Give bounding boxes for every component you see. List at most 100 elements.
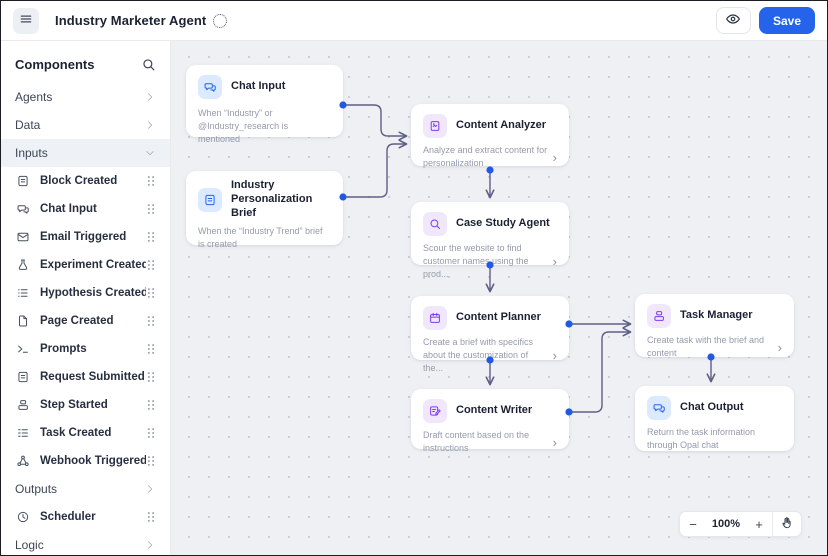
sidebar-item-task-created[interactable]: Task Created	[1, 419, 170, 447]
item-label: Email Triggered	[40, 231, 127, 243]
category-label: Inputs	[15, 146, 48, 160]
chevron-right-icon	[144, 119, 156, 131]
drag-handle-icon[interactable]	[146, 399, 156, 411]
category-label: Data	[15, 118, 41, 132]
magnifier-icon	[423, 212, 447, 236]
sidebar-item-chat-input[interactable]: Chat Input	[1, 195, 170, 223]
sidebar-header: Components	[1, 41, 170, 75]
zoom-out-button[interactable]: −	[680, 512, 706, 536]
chevron-right-icon	[144, 483, 156, 495]
sidebar-title: Components	[15, 57, 95, 72]
node-case-study-agent[interactable]: Case Study Agent Scour the website to fi…	[411, 202, 569, 279]
node-description: When the “Industry Trend” brief is creat…	[198, 226, 323, 250]
pan-tool-button[interactable]	[773, 512, 801, 536]
flask-icon	[16, 258, 30, 272]
menu-button[interactable]	[13, 7, 39, 34]
node-description: Analyze and extract content for personal…	[423, 145, 548, 169]
drag-handle-icon[interactable]	[146, 371, 156, 383]
drag-handle-icon[interactable]	[146, 287, 156, 299]
node-chat-output[interactable]: Chat Output Return the task information …	[635, 386, 794, 451]
node-title: Task Manager	[680, 309, 753, 322]
node-task-manager[interactable]: Task Manager Create task with the brief …	[635, 294, 794, 358]
drag-handle-icon[interactable]	[146, 231, 156, 243]
node-title: Case Study Agent	[456, 217, 550, 230]
node-description: Return the task information through Opal…	[647, 427, 756, 451]
calendar-icon	[423, 306, 447, 330]
chevron-right-icon[interactable]: ›	[777, 339, 782, 355]
clock-icon	[16, 510, 30, 524]
sidebar-category-outputs[interactable]: Outputs	[1, 475, 170, 503]
node-content-analyzer[interactable]: Content Analyzer Analyze and extract con…	[411, 104, 569, 168]
sidebar-item-experiment-created[interactable]: Experiment Created	[1, 251, 170, 279]
sidebar-item-step-started[interactable]: Step Started	[1, 391, 170, 419]
chevron-right-icon[interactable]: ›	[552, 149, 557, 165]
edge-chatinput-analyzer	[343, 104, 408, 141]
item-label: Step Started	[40, 399, 108, 411]
sidebar-item-page-created[interactable]: Page Created	[1, 307, 170, 335]
stack-icon	[647, 304, 671, 328]
sidebar-category-logic[interactable]: Logic	[1, 531, 170, 555]
node-industry-personalization-brief[interactable]: Industry Personalization Brief When the …	[186, 171, 343, 249]
terminal-icon	[16, 342, 30, 356]
checklist-icon	[16, 426, 30, 440]
sidebar-item-hypothesis-created[interactable]: Hypothesis Created	[1, 279, 170, 307]
preview-button[interactable]	[715, 7, 751, 34]
chevron-right-icon[interactable]: ›	[552, 254, 557, 270]
sidebar-category-agents[interactable]: Agents	[1, 83, 170, 111]
drag-handle-icon[interactable]	[146, 259, 156, 271]
doc-lines-icon	[16, 370, 30, 384]
flow-title: Industry Marketer Agent	[55, 13, 207, 28]
drag-handle-icon[interactable]	[146, 343, 156, 355]
sidebar-item-prompts[interactable]: Prompts	[1, 335, 170, 363]
node-content-writer[interactable]: Content Writer Draft content based on th…	[411, 389, 569, 453]
emoji-picker-icon[interactable]	[213, 13, 228, 28]
sidebar-item-webhook-triggered[interactable]: Webhook Triggered	[1, 447, 170, 475]
chat-icon	[647, 396, 671, 420]
edge-writer-taskmanager	[569, 327, 632, 413]
node-title: Industry Personalization Brief	[231, 179, 313, 219]
flow-canvas[interactable]: Chat Input When “Industry” or @Industry_…	[171, 41, 827, 555]
item-label: Request Submitted	[40, 371, 145, 383]
webhook-icon	[16, 454, 30, 468]
item-label: Hypothesis Created	[40, 287, 146, 299]
mail-icon	[16, 230, 30, 244]
item-label: Page Created	[40, 315, 114, 327]
node-title: Content Planner	[456, 311, 541, 324]
node-chat-input[interactable]: Chat Input When “Industry” or @Industry_…	[186, 65, 343, 144]
sidebar-item-scheduler[interactable]: Scheduler	[1, 503, 170, 531]
drag-handle-icon[interactable]	[146, 427, 156, 439]
sidebar-item-email-triggered[interactable]: Email Triggered	[1, 223, 170, 251]
sidebar-category-inputs[interactable]: Inputs	[1, 139, 170, 167]
drag-handle-icon[interactable]	[146, 203, 156, 215]
save-button[interactable]: Save	[758, 7, 815, 34]
drag-handle-icon[interactable]	[146, 455, 156, 467]
node-description: Scour the website to find customer names…	[423, 243, 529, 280]
drag-handle-icon[interactable]	[146, 175, 156, 187]
page-icon	[16, 314, 30, 328]
category-label: Outputs	[15, 482, 58, 496]
node-title: Chat Output	[680, 401, 744, 414]
sidebar-item-block-created[interactable]: Block Created	[1, 167, 170, 195]
node-description: Draft content based on the instructions	[423, 430, 530, 454]
sidebar-category-data[interactable]: Data	[1, 111, 170, 139]
drag-handle-icon[interactable]	[146, 511, 156, 523]
item-label: Experiment Created	[40, 259, 146, 271]
sidebar-item-request-submitted[interactable]: Request Submitted	[1, 363, 170, 391]
zoom-in-button[interactable]: +	[746, 512, 772, 536]
node-description: Create a brief with specifics about the …	[423, 337, 534, 374]
search-icon[interactable]	[141, 57, 156, 72]
edge-brief-analyzer	[343, 139, 408, 198]
chevron-right-icon	[144, 91, 156, 103]
chevron-right-icon[interactable]: ›	[552, 434, 557, 450]
node-title: Content Writer	[456, 404, 533, 417]
chat-icon	[198, 75, 222, 99]
drag-handle-icon[interactable]	[146, 315, 156, 327]
hand-icon	[780, 516, 794, 533]
node-title: Content Analyzer	[456, 119, 547, 132]
node-content-planner[interactable]: Content Planner Create a brief with spec…	[411, 296, 569, 373]
chevron-right-icon[interactable]: ›	[552, 348, 557, 364]
topbar: Industry Marketer Agent Save	[1, 1, 827, 41]
